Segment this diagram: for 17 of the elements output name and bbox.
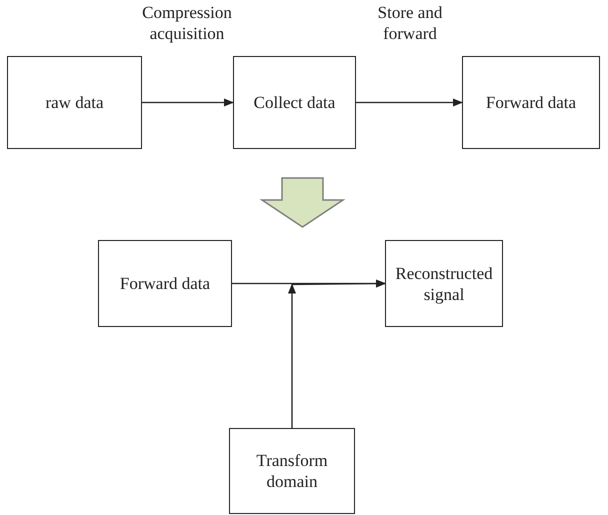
box-label: raw data [45, 92, 104, 113]
box-label: Forward data [486, 92, 576, 113]
edge-label: Store and forward [376, 2, 444, 44]
process-box [462, 56, 600, 149]
edge-label: Compression acquisition [141, 2, 233, 44]
box-label: Forward data [120, 273, 210, 294]
arrow [142, 98, 234, 106]
arrow [288, 280, 385, 428]
process-box [229, 428, 355, 514]
process-box [7, 56, 142, 149]
box-label: Reconstructed signal [394, 262, 494, 304]
arrow [356, 98, 463, 106]
box-label: Transform domain [255, 450, 329, 492]
process-box [233, 56, 356, 149]
box-label: Collect data [254, 92, 336, 113]
process-box [385, 240, 503, 327]
process-box [98, 240, 232, 327]
